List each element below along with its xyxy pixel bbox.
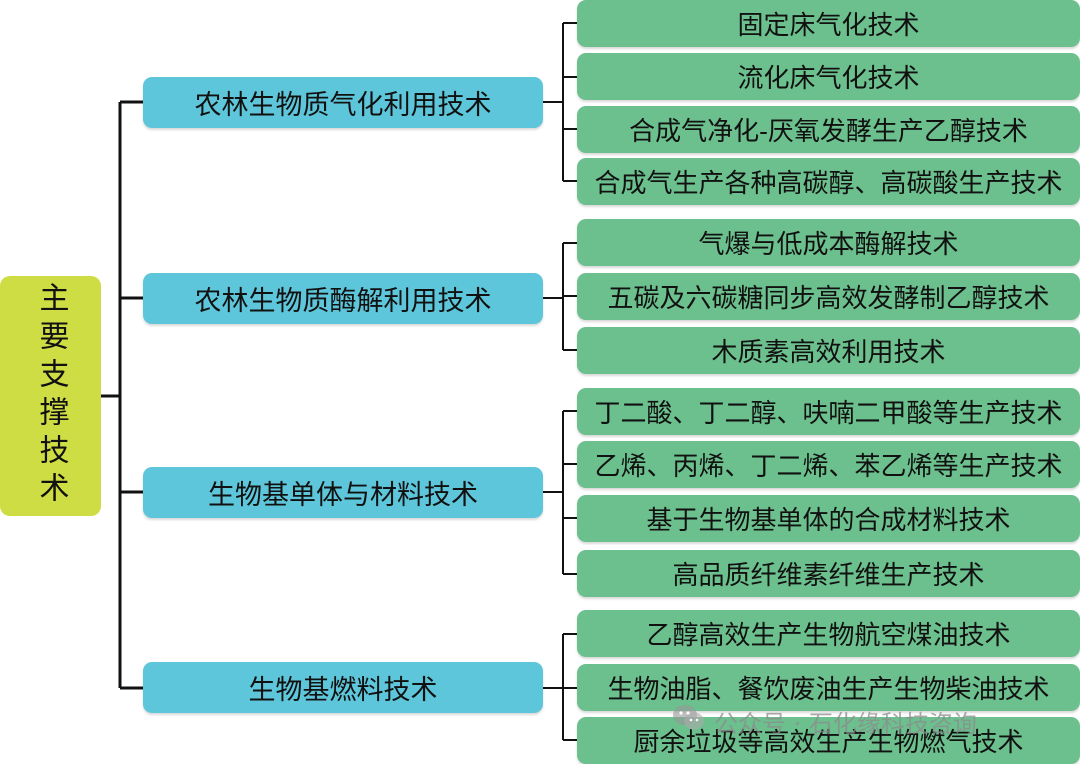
watermark: 公众号 · 石化缘科技咨询: [672, 703, 977, 739]
leaf-node: 基于生物基单体的合成材料技术: [577, 495, 1080, 542]
leaf-node: 乙醇高效生产生物航空煤油技术: [577, 610, 1080, 657]
root-label: 主要支撑技术: [33, 282, 69, 510]
leaf-label: 流化床气化技术: [737, 64, 920, 94]
leaf-label: 乙烯、丙烯、丁二烯、苯乙烯等生产技术: [594, 452, 1063, 482]
leaf-node: 五碳及六碳糖同步高效发酵制乙醇技术: [577, 273, 1080, 320]
category-node-monomer-materials: 生物基单体与材料技术: [143, 467, 543, 518]
category-node-enzymolysis: 农林生物质酶解利用技术: [143, 273, 543, 324]
leaf-label: 五碳及六碳糖同步高效发酵制乙醇技术: [607, 284, 1050, 314]
category-label: 农林生物质气化利用技术: [194, 90, 492, 121]
leaf-node: 丁二酸、丁二醇、呋喃二甲酸等生产技术: [577, 388, 1080, 435]
leaf-node: 木质素高效利用技术: [577, 327, 1080, 374]
leaf-node: 厨余垃圾等高效生产生物燃气技术: [577, 717, 1080, 764]
leaf-node: 固定床气化技术: [577, 0, 1080, 47]
leaf-node: 乙烯、丙烯、丁二烯、苯乙烯等生产技术: [577, 441, 1080, 488]
leaf-label: 合成气生产各种高碳醇、高碳酸生产技术: [594, 169, 1063, 199]
leaf-node: 高品质纤维素纤维生产技术: [577, 550, 1080, 597]
category-node-gasification: 农林生物质气化利用技术: [143, 77, 543, 128]
wechat-icon: [672, 704, 706, 738]
leaf-label: 气爆与低成本酶解技术: [698, 230, 959, 260]
root-node: 主要支撑技术: [0, 276, 101, 516]
leaf-node: 生物油脂、餐饮废油生产生物柴油技术: [577, 664, 1080, 711]
leaf-label: 厨余垃圾等高效生产生物燃气技术: [633, 728, 1024, 758]
leaf-label: 固定床气化技术: [737, 11, 920, 41]
leaf-label: 高品质纤维素纤维生产技术: [672, 561, 985, 591]
category-node-biofuel: 生物基燃料技术: [143, 662, 543, 713]
leaf-label: 基于生物基单体的合成材料技术: [646, 506, 1011, 536]
category-label: 生物基单体与材料技术: [208, 480, 478, 511]
watermark-text: 公众号 · 石化缘科技咨询: [714, 709, 977, 738]
leaf-label: 生物油脂、餐饮废油生产生物柴油技术: [607, 675, 1050, 705]
category-label: 生物基燃料技术: [248, 675, 438, 706]
leaf-node: 合成气生产各种高碳醇、高碳酸生产技术: [577, 158, 1080, 205]
leaf-node: 流化床气化技术: [577, 53, 1080, 100]
leaf-node: 合成气净化-厌氧发酵生产乙醇技术: [577, 106, 1080, 153]
leaf-label: 木质素高效利用技术: [711, 338, 946, 368]
category-label: 农林生物质酶解利用技术: [194, 286, 492, 317]
leaf-label: 乙醇高效生产生物航空煤油技术: [646, 621, 1011, 651]
leaf-label: 合成气净化-厌氧发酵生产乙醇技术: [629, 117, 1028, 147]
leaf-label: 丁二酸、丁二醇、呋喃二甲酸等生产技术: [594, 399, 1063, 429]
leaf-node: 气爆与低成本酶解技术: [577, 219, 1080, 266]
